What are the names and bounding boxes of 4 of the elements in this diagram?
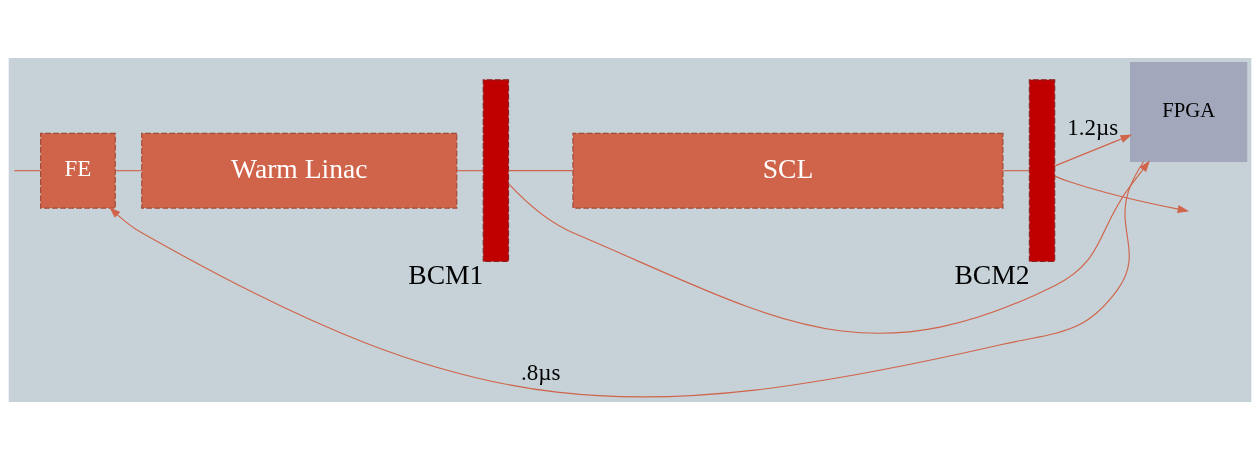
edge-label: .8µs — [521, 359, 561, 385]
node-label: BCM2 — [954, 258, 1030, 290]
edge-label: 1.2µs — [1067, 114, 1119, 140]
node-label: BCM1 — [408, 258, 484, 290]
